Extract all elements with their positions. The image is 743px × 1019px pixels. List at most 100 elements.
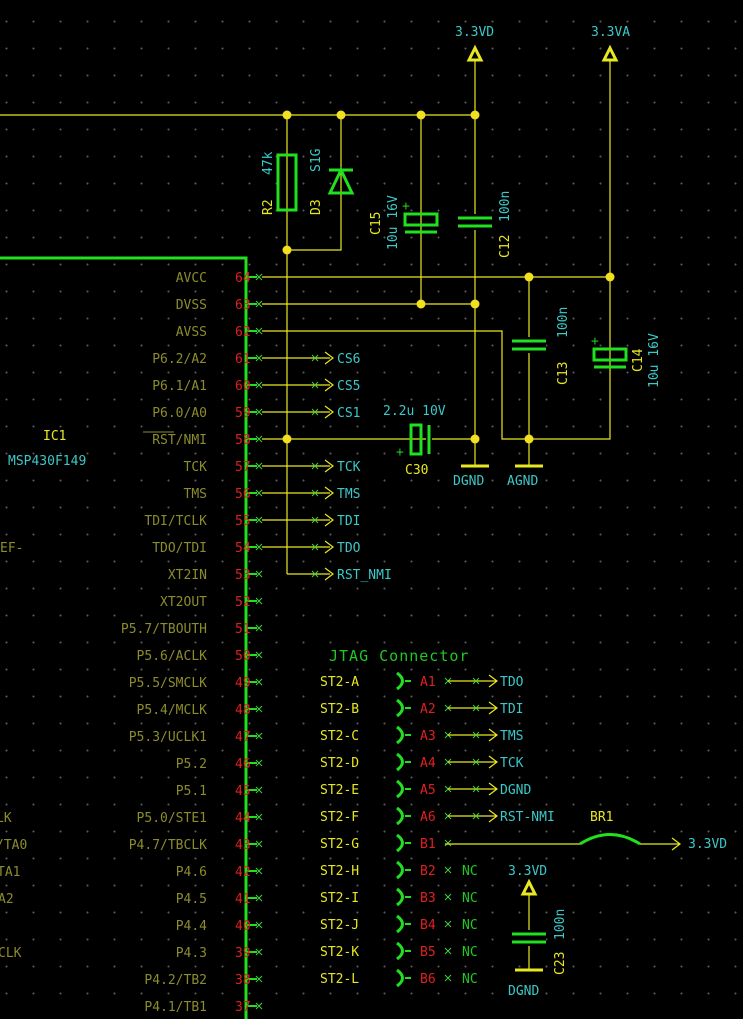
net-label-rst[interactable]: RST_NMI [311,567,392,583]
pin-name: P4.7/TBCLK [129,838,207,853]
resistor-r2[interactable]: R2 47k [261,151,298,215]
net-label-text: CS6 [337,352,360,367]
net-label-p61[interactable]: CS6 [311,351,360,367]
pin-end-mark [255,732,263,740]
capacitor-c30[interactable]: + 2.2u 10V C30 [383,404,446,478]
capacitor-c23[interactable]: 3.3VD DGND C23 100n [508,864,568,999]
capacitor-c15[interactable]: + C15 10u 16V [369,195,439,250]
arrow-icon [324,405,334,419]
capacitor-c14[interactable]: + C14 10u 16V [591,333,662,388]
pin-end-mark [311,570,319,578]
br1-net-label: 3.3VD [688,837,727,852]
supply-3v3d[interactable]: 3.3VD [455,25,494,62]
pin-name: TCK [184,460,208,475]
pin-number: 42 [235,865,251,880]
pin-end-mark [311,354,319,362]
pin-name: P5.0/STE1 [137,811,207,826]
connector-ref: ST2-F [320,810,359,825]
c14-value: 10u 16V [647,333,662,388]
capacitor-c13[interactable]: C13 100n [512,307,571,385]
connector-ref: ST2-I [320,891,359,906]
ic1-symbol[interactable]: IC1 MSP430F149 [0,256,248,1019]
pin-number: 37 [235,1000,251,1015]
pin-end-mark [444,893,452,901]
arrow-icon [324,459,334,473]
connector-ref: ST2-J [320,918,359,933]
supply-3v3a[interactable]: 3.3VA [591,25,630,62]
capacitor-c12[interactable]: C12 100n [458,191,513,258]
net-label-p57[interactable]: TCK [311,459,361,475]
diode-d3[interactable]: D3 S1G [309,148,355,215]
svg-text:+: + [396,445,404,460]
net-label-p54[interactable]: TDO [311,540,361,556]
pin-end-mark [444,920,452,928]
net-label-p60[interactable]: CS5 [311,378,360,394]
net-label-p59[interactable]: CS1 [311,405,360,421]
pin-number: 62 [235,325,251,340]
connector-pin: A2 [420,702,436,717]
bridge-br1[interactable]: BR1 3.3VD [445,810,727,852]
wire-arrow [448,782,498,796]
pin-end-mark [472,677,480,685]
net-label-p55[interactable]: TDI [311,513,360,529]
pin-end-mark [255,840,263,848]
connector-pin: A4 [420,756,436,771]
ground-agnd[interactable]: AGND [507,464,543,489]
pin-end-mark [255,543,263,551]
connector-pin: B6 [420,972,436,987]
net-label-text: TCK [500,756,524,771]
pin-end-mark [311,489,319,497]
net-label-p56[interactable]: TMS [311,486,360,502]
c23-ref: C23 [553,952,568,975]
net-label-text: TMS [500,729,523,744]
junction-dot [282,110,292,120]
pin-end-mark [255,462,263,470]
ground-dgnd[interactable]: DGND [453,464,489,489]
net-label-text: TDI [500,702,523,717]
net-label-text: DGND [500,783,531,798]
pin-end-mark [311,462,319,470]
pin-end-mark [255,651,263,659]
